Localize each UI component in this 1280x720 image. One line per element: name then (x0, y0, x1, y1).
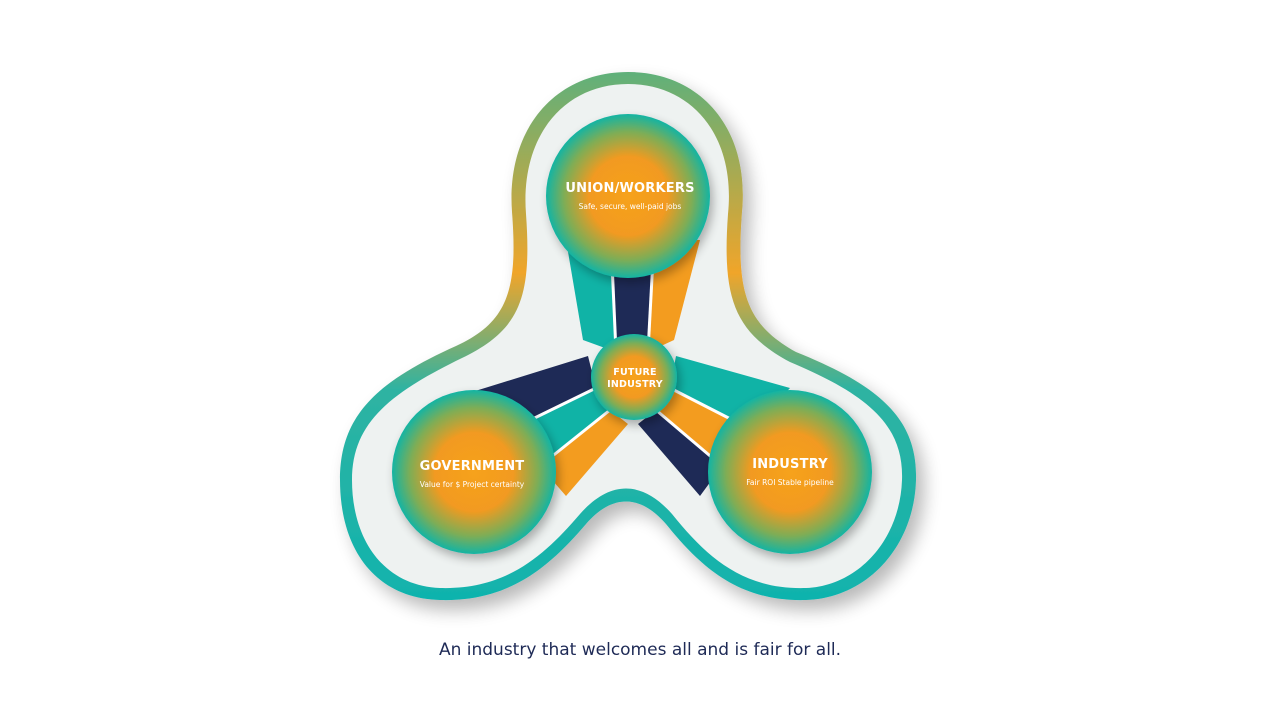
node-subtitle: Value for $ Project certainty (419, 480, 525, 489)
node-government-label: GOVERNMENT Value for $ Project certainty (420, 459, 525, 489)
node-future-industry (591, 334, 677, 420)
tagline: An industry that welcomes all and is fai… (438, 640, 842, 660)
spoke-left-orange (540, 410, 628, 496)
node-industry (708, 390, 872, 554)
node-government (392, 390, 556, 554)
node-future-industry-label: FUTURE INDUSTRY (600, 367, 670, 391)
node-title: FUTURE INDUSTRY (607, 367, 663, 390)
node-subtitle: Safe, secure, well-paid jobs (578, 202, 682, 211)
node-industry-label: INDUSTRY Fair ROI Stable pipeline (746, 457, 833, 487)
node-title: GOVERNMENT (419, 459, 525, 474)
spoke-right-navy (638, 410, 722, 496)
node-union-workers-label: UNION/WORKERS Safe, secure, well-paid jo… (565, 181, 694, 211)
node-subtitle: Fair ROI Stable pipeline (746, 478, 834, 487)
node-title: INDUSTRY (752, 457, 828, 472)
node-title: UNION/WORKERS (565, 181, 695, 196)
node-union-workers (546, 114, 710, 278)
